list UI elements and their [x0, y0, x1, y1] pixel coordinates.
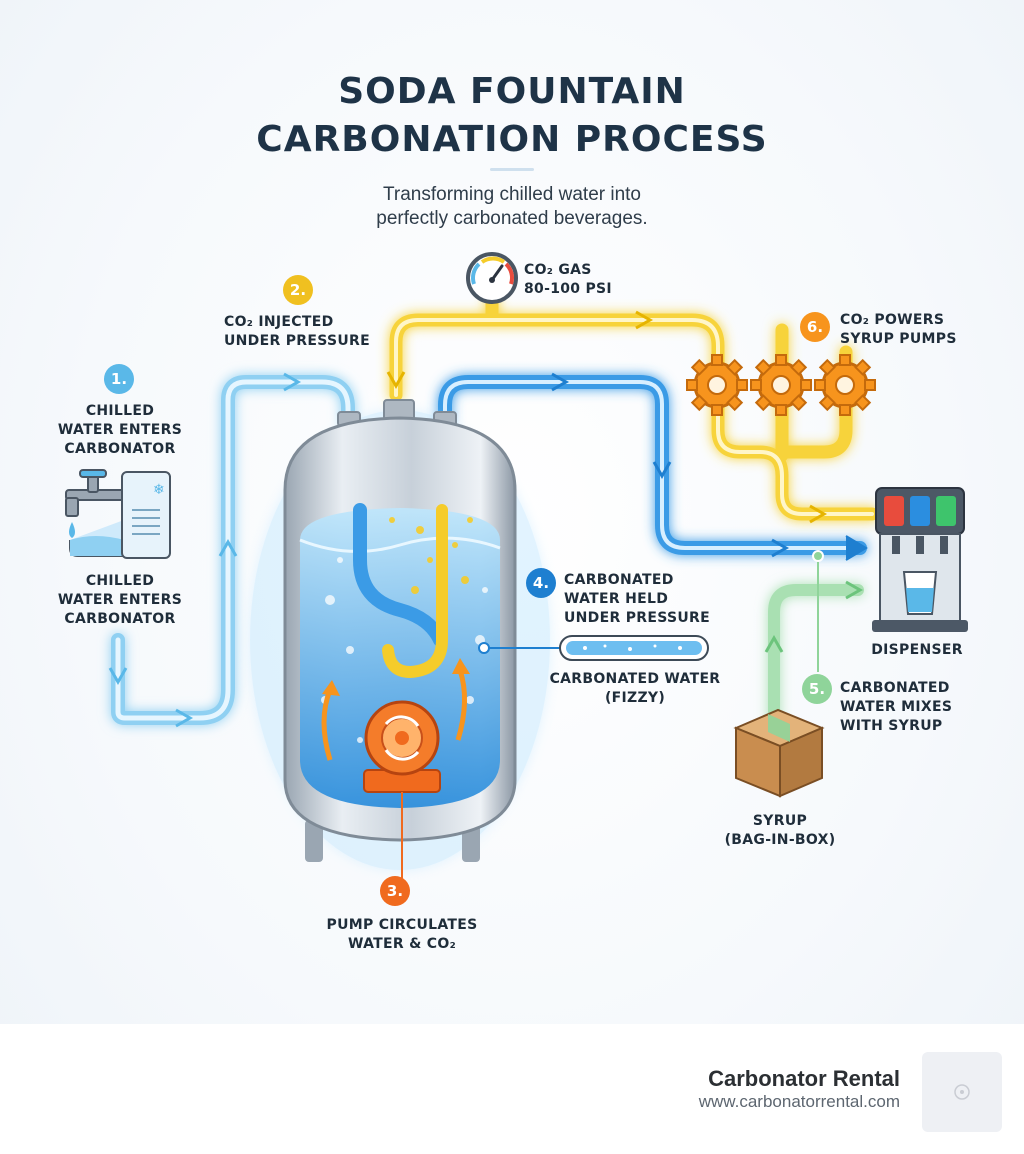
faucet-icon — [65, 469, 127, 557]
gauge-line-2: 80-100 PSI — [524, 281, 612, 297]
pressure-gauge-icon — [466, 252, 518, 304]
syrup-line-1: SYRUP — [752, 813, 808, 829]
dispenser-label: DISPENSER — [871, 642, 963, 658]
step-4-leader-dot — [478, 642, 490, 654]
fizzy-line-2: (FIZZY) — [604, 690, 666, 706]
step-3-line-1: PUMP CIRCULATES — [326, 917, 478, 933]
step-6-badge: 6. — [800, 312, 830, 342]
subtitle-line-1: Transforming chilled water into — [382, 184, 641, 205]
step-4-line-1: CARBONATED — [564, 572, 674, 588]
pump-icon — [363, 700, 441, 793]
step-1-line-3: CARBONATOR — [64, 441, 176, 457]
step-2-line-2: UNDER PRESSURE — [224, 333, 370, 349]
co2-arrow-2 — [635, 310, 654, 330]
co2-pipe-core — [394, 318, 874, 516]
step-2-line-1: CO₂ INJECTED — [224, 314, 334, 330]
step-1-line-1: CHILLED — [85, 403, 155, 419]
step-2-badge: 2. — [283, 275, 313, 305]
fizzy-line-1: CARBONATED WATER — [549, 671, 721, 687]
tank-icon — [250, 399, 550, 870]
step-5-line-2: WATER MIXES — [840, 699, 953, 715]
step-5-badge: 5. — [802, 674, 832, 704]
gear-icon-2 — [750, 354, 812, 416]
step-6-line-1: CO₂ POWERS — [840, 312, 945, 328]
gauge-label: CO₂ GAS 80-100 PSI — [524, 261, 664, 299]
syrup-box-icon — [733, 708, 825, 798]
step-1-line-2: WATER ENTERS — [57, 422, 183, 438]
brand-url: www.carbonatorrental.com — [698, 1092, 900, 1111]
syrup-arrow-1 — [764, 634, 784, 653]
step-1-label: CHILLED WATER ENTERS CARBONATOR — [40, 402, 200, 459]
chilled-water-label: CHILLED WATER ENTERS CARBONATOR — [40, 572, 200, 629]
brand-logo — [922, 1052, 1002, 1132]
step-5-leader-dot — [812, 550, 824, 562]
co2-arrow-3 — [809, 504, 828, 524]
step-6-label: CO₂ POWERS SYRUP PUMPS — [840, 311, 990, 349]
title-divider — [490, 168, 534, 171]
step-3-badge: 3. — [380, 876, 410, 906]
chiller-icon: ❄ — [121, 471, 171, 559]
step-2-label: CO₂ INJECTED UNDER PRESSURE — [224, 313, 384, 351]
water-arrow-3 — [218, 538, 238, 557]
title-line-1: SODA FOUNTAIN — [338, 71, 686, 112]
brand-name: Carbonator Rental — [708, 1066, 900, 1091]
logo-icon — [954, 1084, 970, 1100]
step-6-line-2: SYRUP PUMPS — [840, 331, 957, 347]
page-title: SODA FOUNTAIN CARBONATION PROCESS — [0, 68, 1024, 164]
water-arrow-4 — [283, 372, 302, 392]
syrup-arrow-2 — [845, 580, 864, 600]
step-1-badge: 1. — [104, 364, 134, 394]
chilled-water-line-1: CHILLED — [85, 573, 155, 589]
gear-icon-1 — [686, 354, 748, 416]
syrup-line-2: (BAG-IN-BOX) — [724, 832, 836, 848]
title-line-2: CARBONATION PROCESS — [256, 119, 768, 160]
step-4-line-3: UNDER PRESSURE — [564, 610, 710, 626]
water-arrow-1 — [108, 667, 128, 686]
step-4-label: CARBONATED WATER HELD UNDER PRESSURE — [564, 571, 734, 628]
dispenser-icon — [872, 487, 968, 632]
step-3-label: PUMP CIRCULATES WATER & CO₂ — [292, 916, 512, 954]
syrup-pipe — [768, 584, 864, 726]
step-5-line-3: WITH SYRUP — [840, 718, 943, 734]
svg-text:❄: ❄ — [153, 482, 165, 498]
carbonated-arrow-2 — [652, 461, 672, 480]
chilled-water-line-2: WATER ENTERS — [57, 592, 183, 608]
fizzy-water-label: CARBONATED WATER (FIZZY) — [530, 670, 740, 708]
syrup-label: SYRUP (BAG-IN-BOX) — [710, 812, 850, 850]
step-5-line-1: CARBONATED — [840, 680, 950, 696]
carbonated-water-pipe-core — [443, 380, 862, 550]
co2-arrow-1 — [386, 371, 406, 390]
subtitle: Transforming chilled water into perfectl… — [0, 183, 1024, 231]
chilled-water-line-3: CARBONATOR — [64, 611, 176, 627]
carbonated-arrow-1 — [551, 372, 570, 392]
fizzy-water-tube-icon — [559, 635, 709, 661]
step-5-label: CARBONATED WATER MIXES WITH SYRUP — [840, 679, 990, 736]
subtitle-line-2: perfectly carbonated beverages. — [376, 208, 648, 229]
carbonated-arrow-3 — [771, 538, 790, 558]
carbonated-arrow-4 — [845, 535, 868, 561]
gauge-line-1: CO₂ GAS — [524, 262, 592, 278]
step-4-line-2: WATER HELD — [564, 591, 669, 607]
gear-icon-3 — [814, 354, 876, 416]
water-arrow-2 — [175, 708, 194, 728]
carbonation-diagram: ❄ — [65, 252, 968, 880]
step-4-badge: 4. — [526, 568, 556, 598]
step-3-line-2: WATER & CO₂ — [347, 936, 457, 952]
co2-bubbles — [389, 517, 473, 608]
footer — [0, 1024, 1024, 1154]
